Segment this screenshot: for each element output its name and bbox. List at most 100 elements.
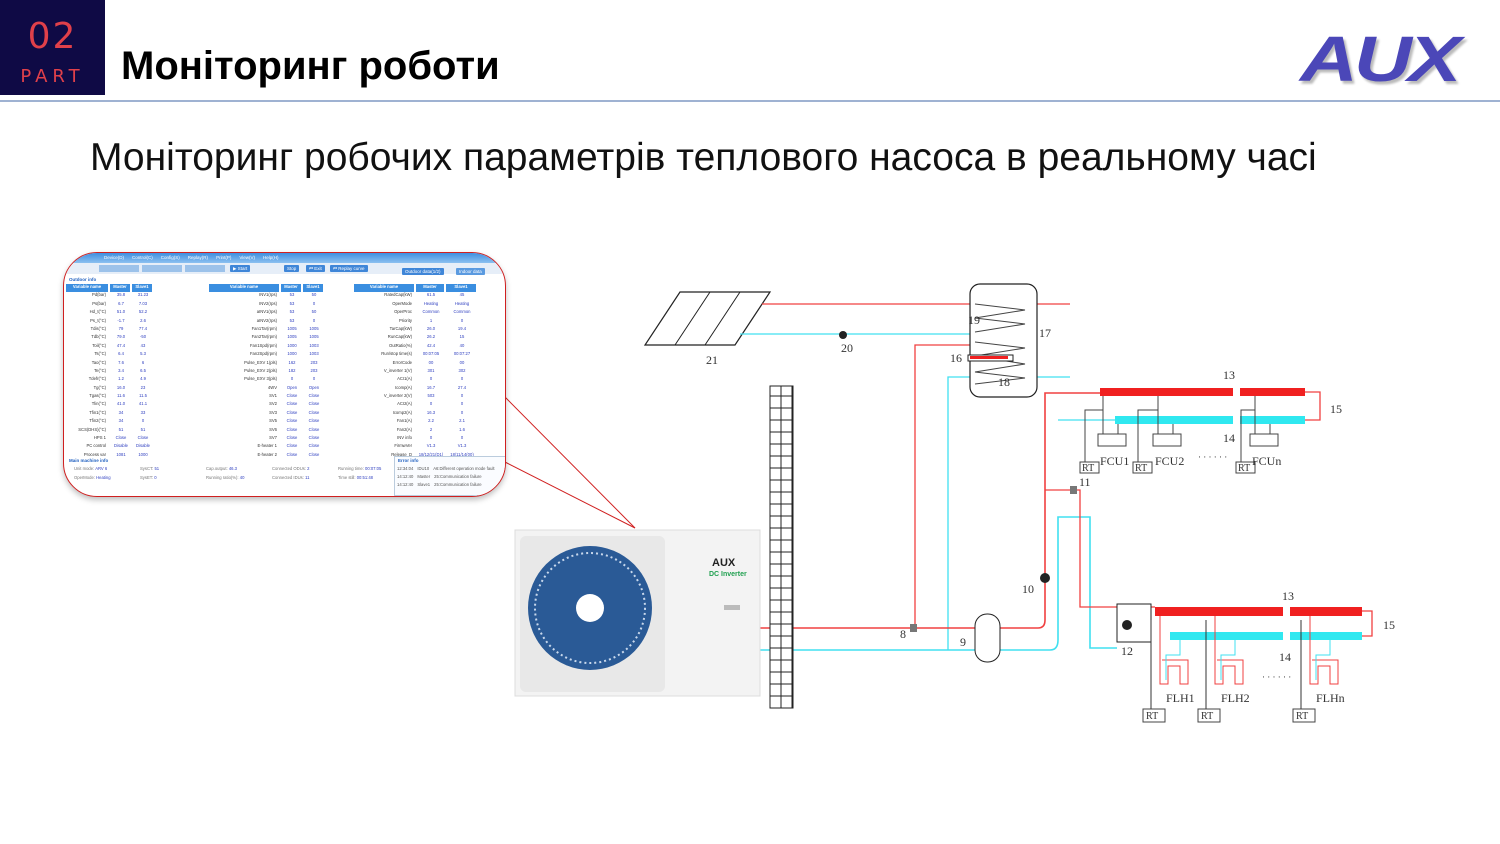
info-label: Connected ODUs: — [272, 466, 306, 471]
cell-name: Ts(°C) — [94, 351, 106, 357]
cell-value: 51 — [118, 426, 124, 432]
menu-item[interactable]: Help(H) — [263, 255, 279, 260]
cell-name: V_inverter 1(V) — [383, 367, 412, 373]
error-cell: 14:12:40 — [397, 482, 414, 487]
stop-button[interactable]: Stop — [284, 265, 300, 272]
cell-value: 0 — [460, 317, 464, 323]
cell-name: Priority — [398, 317, 412, 323]
cell-name: Ps_t(°C) — [90, 317, 106, 323]
menu-bar: Device(D) Control(C) Config(S) Replay(R) Pri… — [64, 253, 505, 263]
cell-value: 42.4 — [426, 342, 436, 348]
cell-value: 0 — [460, 393, 464, 399]
info-value: 51 — [154, 466, 160, 471]
cell-value: 1000 — [287, 351, 297, 357]
cell-value: 79 — [118, 325, 124, 331]
cell-value: Close — [308, 418, 320, 424]
cell-value: 6.4 — [118, 351, 124, 357]
rt-label: RT — [1146, 711, 1158, 722]
main-info-item: Connected ODUs: 2 — [272, 466, 310, 471]
cell-value: 16.0 — [116, 384, 126, 390]
info-value: 00:07:05 — [365, 466, 382, 471]
cell-value: 2.2 — [428, 418, 434, 424]
cell-name: Fan2Spd(rpm) — [250, 351, 277, 357]
exit-button[interactable]: ⏮ Exit — [306, 265, 325, 272]
label-9: 9 — [960, 635, 966, 649]
cell-value: 2.1 — [459, 418, 465, 424]
cell-value: 0 — [312, 376, 316, 382]
cell-name: RunCap(kW) — [387, 334, 412, 340]
cell-value: 61.5 — [426, 292, 436, 298]
cell-value: 18/11/14(00) — [450, 451, 474, 457]
cell-value: 6.5 — [140, 367, 146, 373]
cell-value: 6.7 — [118, 300, 124, 306]
rt-label: RT — [1238, 463, 1250, 474]
tab-outdoor-data[interactable]: Outdoor data(1/2) — [402, 268, 444, 275]
buffer-tank — [974, 613, 1001, 663]
menu-item[interactable]: Config(S) — [160, 255, 180, 260]
cell-name: Tdefr(°C) — [88, 376, 106, 382]
flh-label: FLHn — [1316, 691, 1345, 705]
cell-value: Close — [286, 401, 298, 407]
cell-value: 1005 — [287, 334, 297, 340]
label-18: 18 — [998, 375, 1010, 389]
start-button[interactable]: ▶ Start — [230, 265, 251, 272]
cell-name: INV2(rps) — [259, 300, 277, 306]
cell-value: 1000 — [138, 451, 148, 457]
column-header: Master — [110, 284, 130, 293]
cell-value: 50 — [311, 292, 317, 298]
part-label: PART — [20, 66, 85, 87]
cell-name: Tdb(°C) — [91, 334, 106, 340]
cell-value: 00:07:05 — [422, 351, 440, 357]
label-14-bottom: 14 — [1279, 650, 1291, 664]
cell-value: Common — [453, 309, 471, 315]
cell-value: 0 — [460, 376, 464, 382]
replay-curve-button[interactable]: ⏮ Replay curve — [330, 265, 368, 272]
error-cell: 14:12:40 — [397, 474, 414, 479]
room-thermostat — [1142, 708, 1166, 723]
cell-value: -1.7 — [117, 317, 125, 323]
menu-item[interactable]: Device(D) — [104, 255, 125, 260]
cell-value: 43 — [140, 342, 146, 348]
room-thermostat — [1292, 708, 1316, 723]
cell-name: Icomp2(A) — [392, 409, 412, 415]
menu-item[interactable]: View(V) — [239, 255, 255, 260]
main-info-item: Running time: 00:07:05 — [338, 466, 381, 471]
menu-item[interactable]: Control(C) — [132, 255, 153, 260]
manifolds — [1100, 388, 1362, 640]
cell-name: 4WV — [267, 384, 277, 390]
valve-icon — [910, 624, 917, 632]
menu-item[interactable]: Print(P) — [216, 255, 232, 260]
cell-value: 7.6 — [118, 359, 124, 365]
label-13-top: 13 — [1223, 368, 1235, 382]
error-cell: 25:Communication failure — [434, 474, 482, 479]
cell-value: -50 — [139, 334, 147, 340]
cell-value: Close — [286, 426, 298, 432]
tab-indoor-data[interactable]: Indoor data — [456, 268, 485, 275]
cell-value: 2.6 — [140, 317, 146, 323]
cell-value: Close — [308, 393, 320, 399]
unit-sub: DC Inverter — [709, 571, 747, 578]
aux-logo: AUX — [1300, 23, 1461, 95]
menu-item[interactable]: Replay(R) — [187, 255, 209, 260]
